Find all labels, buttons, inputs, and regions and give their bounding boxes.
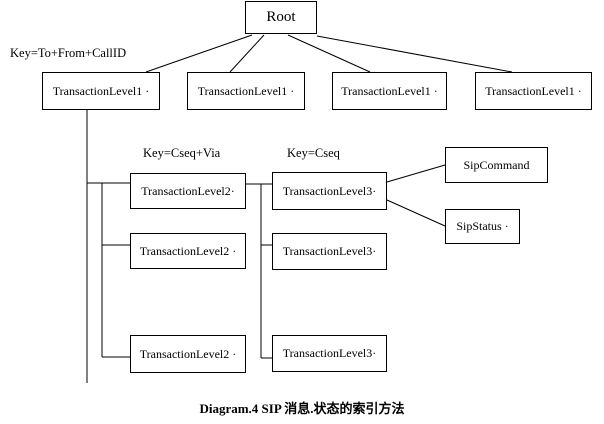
edge-level3-to-sipcommand <box>386 164 446 183</box>
edge-level3-to-sipstatus <box>386 199 446 227</box>
edge-root-to-level1-3 <box>316 35 513 73</box>
node-transaction-level2-2: TransactionLevel2 · <box>130 335 246 373</box>
node-transaction-level2-1: TransactionLevel2 · <box>130 233 246 269</box>
node-transaction-level1-3: TransactionLevel1 · <box>475 72 592 110</box>
key-annotation-level2: Key=Cseq+Via <box>143 146 221 160</box>
key-annotation-level1: Key=To+From+CallID <box>10 46 127 60</box>
diagram-caption: Diagram.4 SIP 消息.状态的索引方法 <box>199 401 405 416</box>
edge-root-to-level1-2 <box>287 34 371 73</box>
edge-root-to-level1-0 <box>145 34 253 73</box>
node-root: Root <box>245 1 317 34</box>
node-transaction-level3-1: TransactionLevel3· <box>272 233 387 270</box>
edge-root-to-level1-1 <box>229 34 265 73</box>
node-transaction-level1-2: TransactionLevel1 · <box>332 72 447 110</box>
node-sipcommand: SipCommand <box>445 147 548 183</box>
node-transaction-level2-0: TransactionLevel2· <box>130 173 246 209</box>
key-annotation-level3: Key=Cseq <box>287 146 340 160</box>
node-transaction-level1-1: TransactionLevel1 · <box>187 72 305 110</box>
node-transaction-level3-2: TransactionLevel3· <box>272 335 387 372</box>
node-transaction-level3-0: TransactionLevel3· <box>272 172 387 210</box>
node-sipstatus: SipStatus · <box>445 209 520 244</box>
node-transaction-level1-0: TransactionLevel1 · <box>42 72 160 110</box>
